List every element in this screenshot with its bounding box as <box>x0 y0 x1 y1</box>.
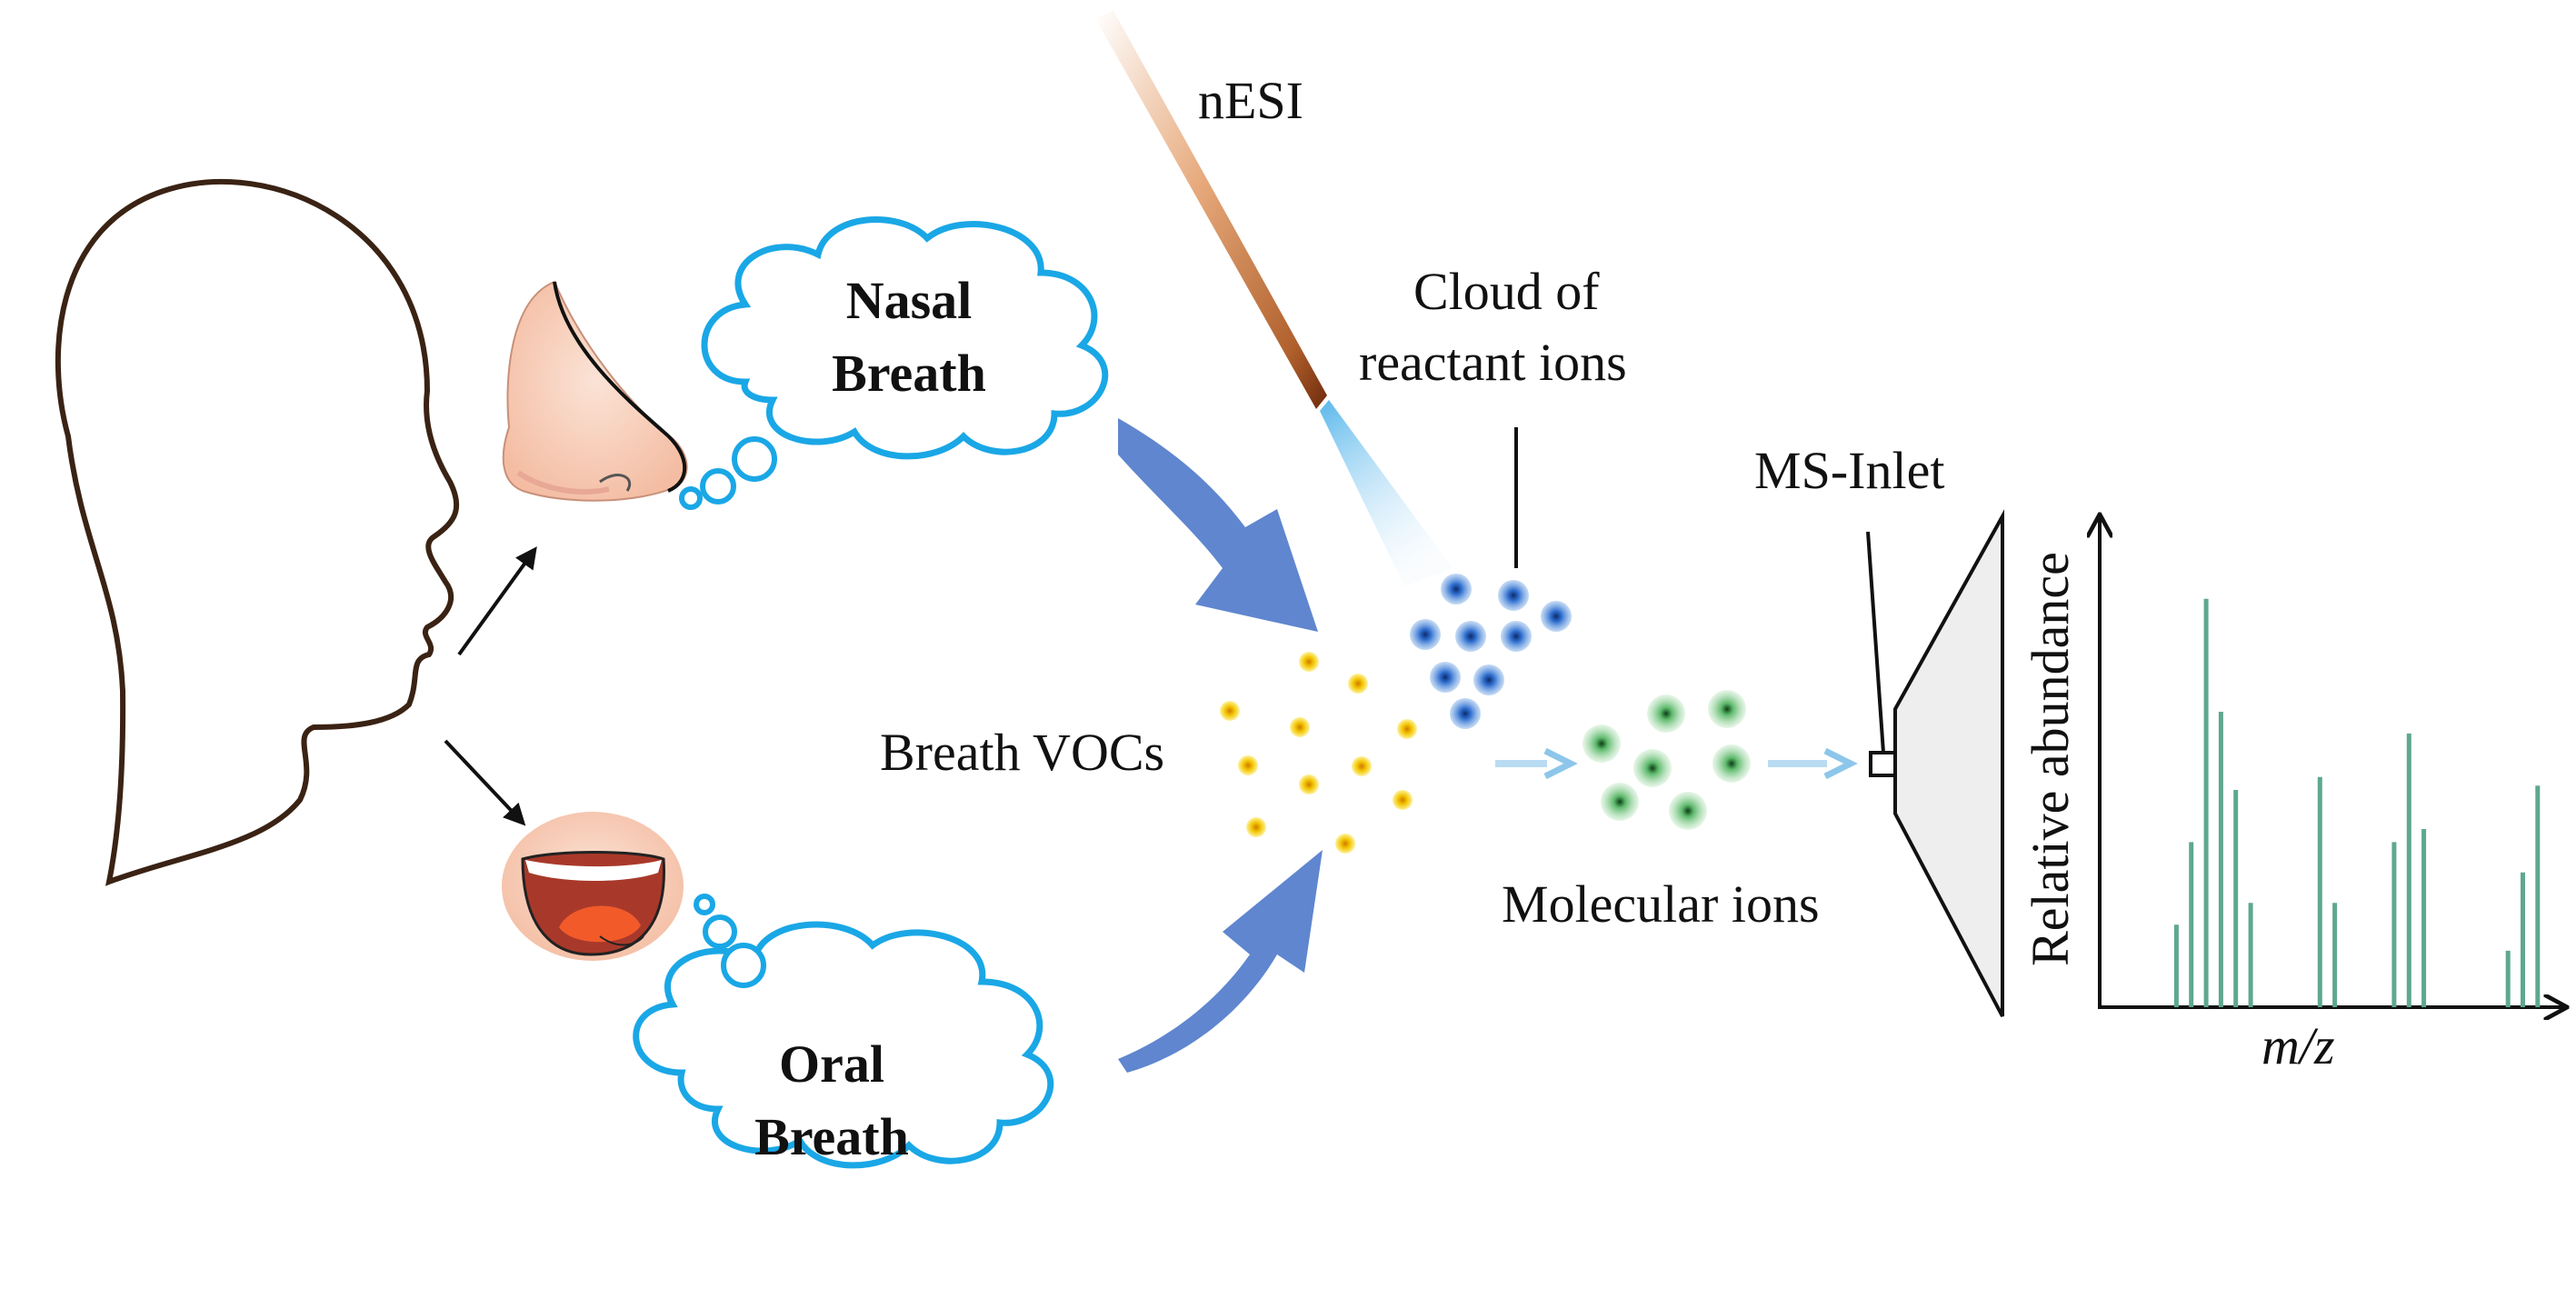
oral-breath-label-line1: Oral <box>779 1034 884 1094</box>
voc-dot <box>1299 652 1319 672</box>
nose-icon <box>502 280 688 502</box>
oral-flow-arrow <box>1118 850 1323 1073</box>
voc-dot <box>1290 717 1310 737</box>
x-axis-label: m/z <box>2261 1016 2335 1075</box>
flow-arrow-to-molecular-ions <box>1495 747 1578 780</box>
flow-arrow-to-inlet <box>1768 747 1858 780</box>
reactant-ion <box>1455 621 1486 652</box>
voc-dot <box>1335 834 1355 854</box>
molecular-ion <box>1669 792 1707 830</box>
molecular-ion <box>1712 744 1751 783</box>
nesi-label: nESI <box>1198 71 1303 130</box>
y-axis-label: Relative abundance <box>2021 552 2080 966</box>
voc-dot <box>1393 790 1413 810</box>
spectrum-bars <box>2173 598 2541 1007</box>
nasal-flow-arrow <box>1118 418 1318 632</box>
molecular-ion <box>1583 724 1621 763</box>
reactant-ions-label-line1: Cloud of <box>1413 262 1600 321</box>
molecular-ion <box>1647 694 1685 733</box>
oral-breath-label-line2: Breath <box>754 1107 909 1166</box>
reactant-ion <box>1473 664 1504 695</box>
mass-spectrum-chart: Relative abundance <box>2021 516 2565 1007</box>
voc-dot <box>1246 817 1266 837</box>
reactant-ion <box>1441 574 1472 605</box>
nesi-emitter <box>1095 11 1327 409</box>
electrospray-plume <box>1320 400 1453 586</box>
oral-breath-cloud <box>633 894 1054 1169</box>
arrow-to-nose <box>457 546 537 656</box>
breath-vocs-label: Breath VOCs <box>880 723 1165 782</box>
voc-dot <box>1238 755 1258 775</box>
molecular-ion <box>1633 749 1672 787</box>
breath-voc-cluster <box>1220 652 1417 854</box>
reactant-ion-cloud <box>1410 574 1572 729</box>
nasal-breath-label-line1: Nasal <box>845 271 973 330</box>
nasal-breath-cloud <box>679 215 1109 510</box>
voc-dot <box>1220 701 1240 721</box>
reactant-ions-label-line2: reactant ions <box>1359 333 1627 392</box>
reactant-ion <box>1410 619 1441 650</box>
molecular-ions-label: Molecular ions <box>1502 874 1820 934</box>
voc-dot <box>1352 756 1372 776</box>
reactant-ion <box>1430 662 1461 693</box>
reactant-ion <box>1501 621 1532 652</box>
voc-dot <box>1348 674 1368 694</box>
molecular-ion <box>1601 783 1639 821</box>
ms-inlet <box>1866 509 2004 1017</box>
voc-dot <box>1397 719 1417 739</box>
head-outline <box>55 178 460 886</box>
arrow-to-mouth <box>444 739 526 826</box>
molecular-ion <box>1708 690 1746 728</box>
molecular-ion-cluster <box>1583 690 1751 830</box>
reactant-ion <box>1541 601 1572 632</box>
mouth-icon <box>502 812 684 961</box>
ms-inlet-label: MS-Inlet <box>1754 441 1945 500</box>
voc-dot <box>1299 774 1319 794</box>
reactant-ion <box>1498 580 1529 611</box>
reactant-ion <box>1450 698 1481 729</box>
nasal-breath-label-line2: Breath <box>832 344 986 403</box>
